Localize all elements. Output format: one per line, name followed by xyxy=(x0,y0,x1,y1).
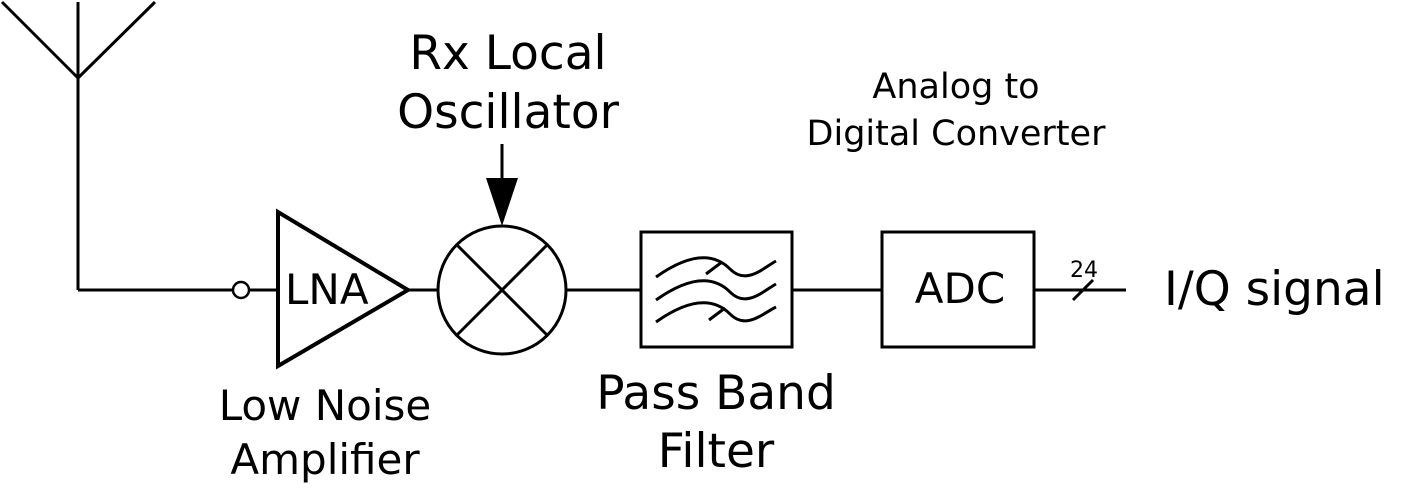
mixer-icon xyxy=(436,224,568,356)
input-terminal xyxy=(231,280,251,300)
mixer-caption-line1: Rx Local xyxy=(409,26,606,81)
output-label: I/Q signal xyxy=(1164,262,1385,317)
lna-caption-line1: Low Noise xyxy=(219,381,432,430)
arrow-down-icon xyxy=(486,178,518,226)
bus-width-label: 24 xyxy=(1070,258,1098,283)
adc-label: ADC xyxy=(915,264,1005,313)
bus-width-slash xyxy=(1071,278,1095,302)
adc-box xyxy=(880,230,1036,349)
filter-caption-line1: Pass Band xyxy=(596,366,836,421)
filter-caption-line2: Filter xyxy=(658,424,775,479)
adc-caption-line1: Analog to xyxy=(872,67,1039,107)
lna-caption-line2: Amplifier xyxy=(230,435,420,484)
antenna-icon xyxy=(0,0,157,290)
amplifier-triangle-icon xyxy=(276,208,412,370)
mixer-caption-line2: Oscillator xyxy=(397,85,619,140)
lna-label: LNA xyxy=(285,265,369,314)
adc-caption-line2: Digital Converter xyxy=(807,114,1107,154)
bandpass-filter-icon xyxy=(655,256,777,324)
